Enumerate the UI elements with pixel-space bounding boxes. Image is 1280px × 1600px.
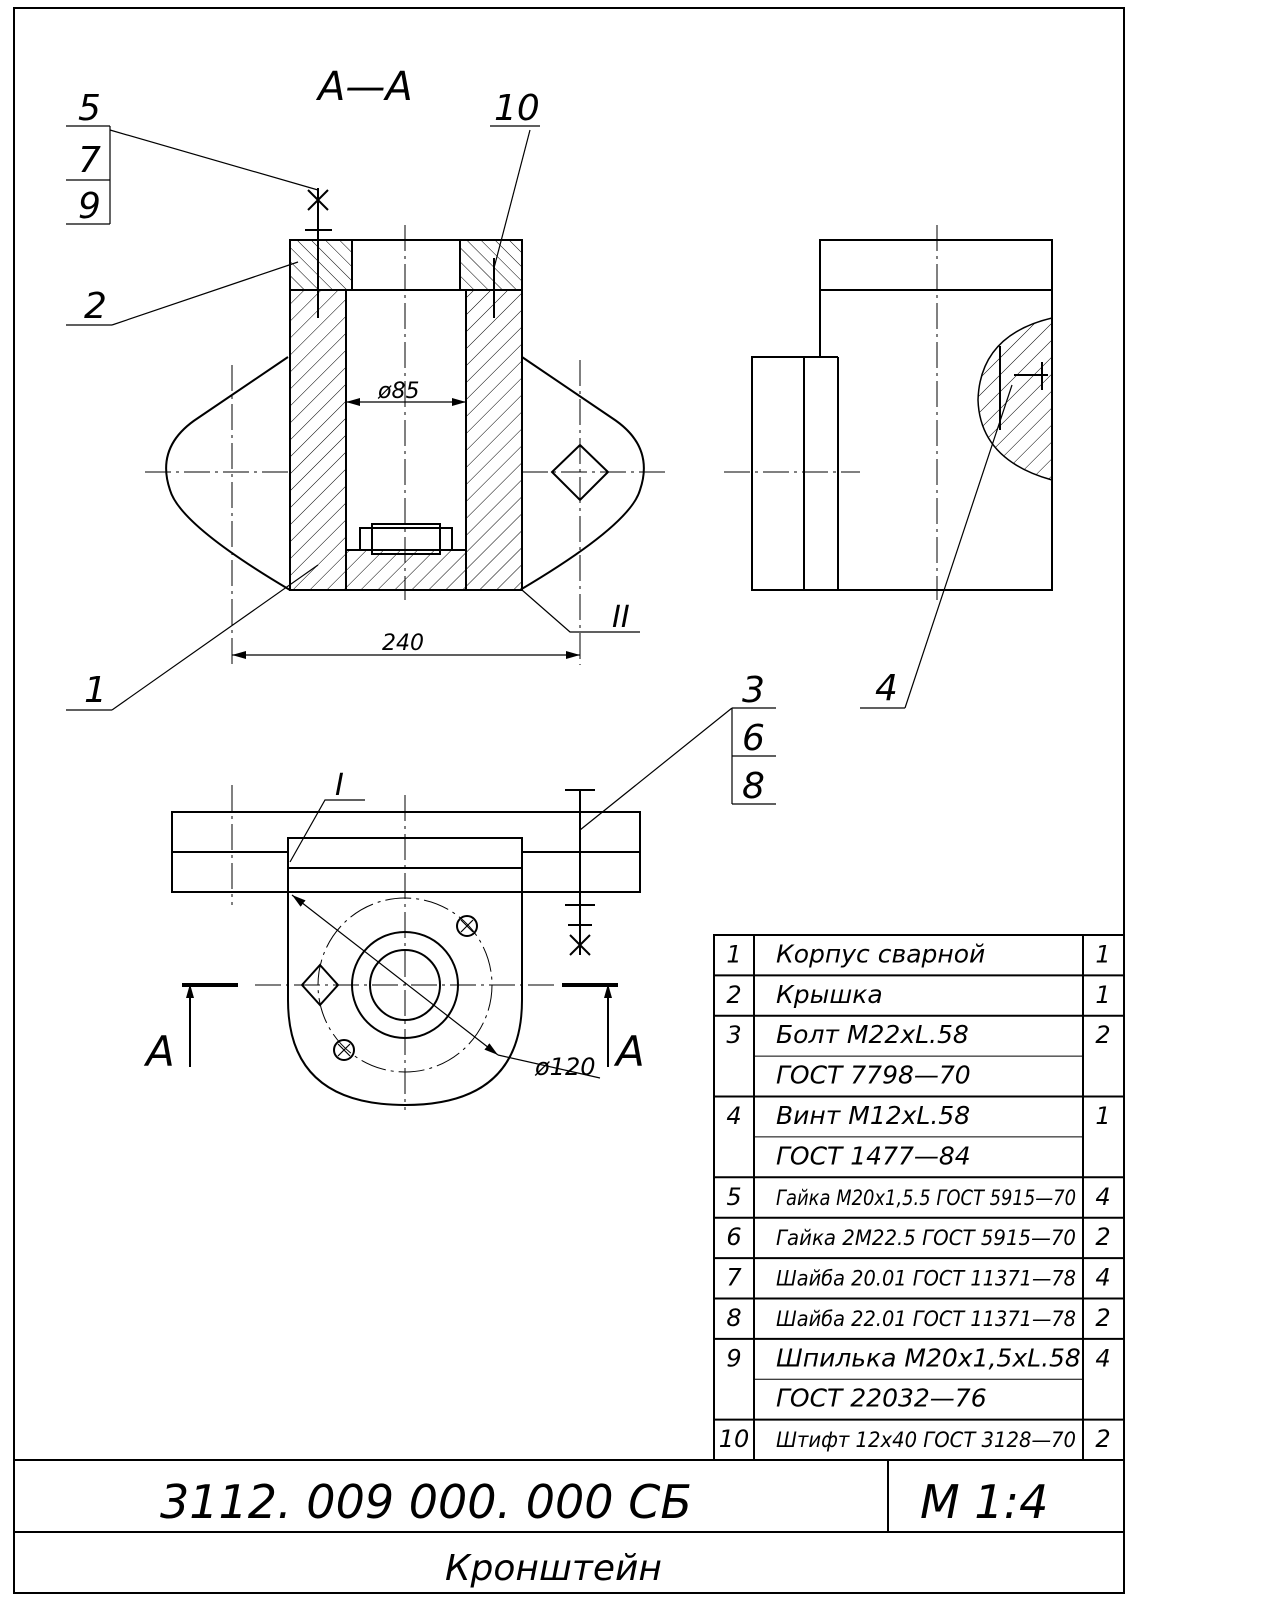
parts-row-name: Шпилька М20х1,5хL.58 bbox=[776, 1343, 1081, 1372]
parts-table-row: 4 Винт М12хL.58 1 bbox=[714, 1095, 1124, 1130]
parts-table-row: ГОСТ 22032—76 bbox=[754, 1378, 1083, 1413]
parts-table-row: 6 Гайка 2М22.5 ГОСТ 5915—70 2 bbox=[714, 1216, 1124, 1251]
title-block: 3112. 009 000. 000 СБ М 1:4 Кронштейн bbox=[14, 1459, 1124, 1589]
cut-mark-left: А bbox=[143, 1027, 175, 1076]
side-view: 4 bbox=[724, 225, 1053, 709]
cut-mark-right: А bbox=[613, 1027, 645, 1076]
parts-row-qty: 1 bbox=[1095, 940, 1110, 968]
detail-1-mark: I bbox=[335, 768, 344, 803]
parts-row-name: Шайба 22.01 ГОСТ 11371—78 bbox=[776, 1307, 1076, 1331]
right-lug-outline bbox=[519, 356, 645, 591]
parts-row-pos: 6 bbox=[726, 1223, 741, 1251]
parts-table-row: ГОСТ 1477—84 bbox=[754, 1136, 1083, 1170]
parts-row-name: Корпус сварной bbox=[776, 939, 985, 968]
callout-5: 5 bbox=[78, 88, 101, 129]
side-body-outline bbox=[751, 290, 1053, 591]
parts-table-row: 9 Шпилька М20х1,5хL.58 4 bbox=[714, 1337, 1124, 1372]
parts-row-pos: 3 bbox=[726, 1021, 741, 1049]
sheet-frame bbox=[13, 7, 1125, 1594]
top-view: ø120 I А А 3 6 8 bbox=[143, 670, 776, 1110]
parts-table-row: 2 Крышка 1 bbox=[714, 974, 1124, 1009]
side-local-section bbox=[977, 317, 1053, 481]
parts-row-pos: 4 bbox=[726, 1102, 741, 1130]
parts-row-name: Крышка bbox=[776, 980, 883, 1009]
parts-row-qty: 4 bbox=[1095, 1264, 1110, 1292]
detail-1-leader bbox=[289, 799, 365, 863]
callout-2-leader bbox=[111, 261, 299, 326]
dim-flange: ø120 bbox=[534, 1053, 596, 1081]
parts-row-qty: 2 bbox=[1095, 1425, 1110, 1453]
left-lug-outline bbox=[165, 356, 291, 591]
parts-row-pos: 2 bbox=[726, 981, 741, 1009]
drawing-scale: М 1:4 bbox=[920, 1475, 1048, 1529]
parts-row-name: Штифт 12х40 ГОСТ 3128—70 bbox=[776, 1428, 1076, 1452]
section-label: А—А bbox=[315, 64, 413, 110]
parts-row-name: Гайка М20х1,5.5 ГОСТ 5915—70 bbox=[776, 1186, 1076, 1210]
parts-row-name: Шайба 20.01 ГОСТ 11371—78 bbox=[776, 1267, 1076, 1291]
parts-row-name: ГОСТ 22032—76 bbox=[776, 1384, 987, 1413]
parts-table-row: 10 Штифт 12х40 ГОСТ 3128—70 2 bbox=[714, 1418, 1124, 1453]
body-wall-right bbox=[465, 289, 523, 591]
parts-table-row: 3 Болт М22хL.58 2 bbox=[714, 1014, 1124, 1049]
callout-4-leader bbox=[904, 384, 1013, 709]
section-a-a-view: А—А ø85 240 II bbox=[66, 64, 670, 711]
parts-row-qty: 4 bbox=[1095, 1344, 1110, 1372]
dim-bore: ø85 bbox=[377, 379, 419, 404]
parts-row-qty: 2 bbox=[1095, 1223, 1110, 1251]
parts-row-pos: 5 bbox=[726, 1183, 741, 1211]
callout-368-leader bbox=[579, 707, 733, 831]
parts-row-qty: 2 bbox=[1095, 1021, 1110, 1049]
dim-flange-line bbox=[291, 894, 499, 1056]
parts-row-qty: 1 bbox=[1095, 1102, 1110, 1130]
detail-2-mark: II bbox=[612, 600, 630, 635]
callout-4: 4 bbox=[875, 668, 898, 709]
parts-row-name: Болт М22хL.58 bbox=[776, 1020, 969, 1049]
callout-10: 10 bbox=[494, 88, 540, 129]
parts-table-row: ГОСТ 7798—70 bbox=[754, 1055, 1083, 1090]
callout-3: 3 bbox=[742, 670, 765, 711]
side-cover bbox=[819, 239, 1053, 291]
parts-table-row: 5 Гайка М20х1,5.5 ГОСТ 5915—70 4 bbox=[714, 1176, 1124, 1211]
bottom-slot bbox=[359, 523, 453, 550]
parts-table-row: 8 Шайба 22.01 ГОСТ 11371—78 2 bbox=[714, 1297, 1124, 1332]
body-wall-left bbox=[289, 289, 347, 591]
parts-table-row: 1 Корпус сварной 1 bbox=[726, 939, 1110, 968]
parts-row-name: Винт М12хL.58 bbox=[776, 1101, 970, 1130]
parts-row-qty: 4 bbox=[1095, 1183, 1110, 1211]
callout-579-leader bbox=[109, 129, 319, 191]
drawing-designation: 3112. 009 000. 000 СБ bbox=[160, 1475, 692, 1529]
callout-2: 2 bbox=[84, 286, 107, 327]
bottom-slot-inner bbox=[371, 527, 441, 555]
parts-row-pos: 10 bbox=[719, 1425, 750, 1453]
parts-table-row: 7 Шайба 20.01 ГОСТ 11371—78 4 bbox=[714, 1257, 1124, 1292]
dim-width: 240 bbox=[382, 631, 424, 656]
callout-6: 6 bbox=[742, 718, 765, 759]
parts-row-name: ГОСТ 7798—70 bbox=[776, 1061, 971, 1090]
cover-hatch-left bbox=[289, 239, 353, 291]
callout-10-leader bbox=[493, 129, 531, 269]
callout-9: 9 bbox=[78, 186, 101, 227]
parts-row-pos: 8 bbox=[726, 1304, 741, 1332]
parts-row-pos: 9 bbox=[726, 1344, 741, 1372]
detail-2-leader bbox=[521, 589, 640, 633]
drawing-name: Кронштейн bbox=[445, 1548, 662, 1589]
callout-8: 8 bbox=[742, 766, 765, 807]
stud-left-cross bbox=[307, 189, 329, 211]
callout-1-leader bbox=[111, 564, 319, 711]
parts-row-name: ГОСТ 1477—84 bbox=[776, 1141, 971, 1170]
parts-row-qty: 1 bbox=[1095, 981, 1110, 1009]
callout-7: 7 bbox=[78, 140, 101, 181]
parts-row-pos: 1 bbox=[726, 940, 741, 968]
parts-row-pos: 7 bbox=[726, 1264, 742, 1292]
callout-1: 1 bbox=[84, 670, 107, 711]
cover-hatch-right bbox=[459, 239, 523, 291]
body-bottom bbox=[345, 549, 467, 591]
parts-row-name: Гайка 2М22.5 ГОСТ 5915—70 bbox=[776, 1226, 1076, 1250]
parts-row-qty: 2 bbox=[1095, 1304, 1110, 1332]
